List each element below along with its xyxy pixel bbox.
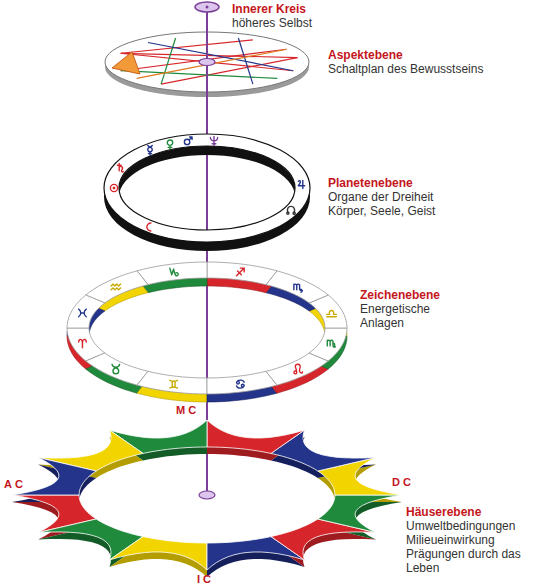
aspect-line <box>137 49 287 78</box>
sign-segment <box>67 295 105 328</box>
astro-symbol <box>170 380 178 388</box>
house-segment <box>207 420 305 453</box>
aspect-line <box>121 49 287 70</box>
layer-drawing <box>105 30 309 99</box>
aspect-triangle <box>112 52 140 74</box>
layer-description: höheres Selbst <box>232 16 382 30</box>
layer-node: PlanetenebeneOrgane der Dreiheit Körper,… <box>102 132 312 253</box>
inner-dot <box>206 6 209 9</box>
layer-shape <box>193 0 221 14</box>
layer-text-group: PlanetenebeneOrgane der Dreiheit Körper,… <box>328 176 444 218</box>
aspect-line <box>148 42 293 70</box>
axis-connector <box>206 404 208 418</box>
layer-node: ZeichenebeneEnergetische Anlagen <box>65 260 349 404</box>
astro-symbol <box>298 180 304 188</box>
angle-label: DC <box>392 476 414 488</box>
layer-heading: Innerer Kreis <box>232 2 382 16</box>
astro-symbol <box>79 339 87 347</box>
axis-connector <box>206 99 208 132</box>
axis-connector <box>206 14 208 30</box>
astro-symbol <box>294 364 303 374</box>
sign-segment <box>266 271 328 303</box>
astro-symbol <box>170 268 178 276</box>
layer-heading: Aspektebene <box>328 48 538 62</box>
layer-text-group: ZeichenebeneEnergetische Anlagen <box>360 288 452 330</box>
aspect-line <box>121 40 253 53</box>
sign-segment <box>137 262 207 285</box>
house-segment <box>110 537 208 570</box>
inner-circle <box>195 2 219 12</box>
house-segment <box>318 495 402 533</box>
sign-segment <box>86 353 148 385</box>
astro-symbol <box>79 309 87 317</box>
layer-heading: Planetenebene <box>328 176 444 190</box>
astro-symbol <box>237 380 245 388</box>
layer-description: Organe der Dreiheit Körper, Seele, Geist <box>328 190 444 218</box>
axis-connector <box>206 253 208 260</box>
astro-symbol <box>287 206 295 214</box>
layer-drawing <box>12 418 402 577</box>
aspect-line <box>161 58 297 85</box>
layer-shape <box>102 132 312 253</box>
layer-text-group: AspektebeneSchaltplan des Bewusstseins <box>328 48 538 76</box>
layer-shape <box>103 30 311 99</box>
layer-drawing <box>104 132 310 253</box>
layer-node: HäuserebeneUmweltbedingungen Milieueinwi… <box>10 418 404 579</box>
astro-symbol <box>327 340 335 347</box>
layer-description: Energetische Anlagen <box>360 302 452 330</box>
layer-shape <box>65 260 349 404</box>
layer-text-group: Innerer Kreishöheres Selbst <box>232 2 382 30</box>
astro-symbol <box>148 146 153 155</box>
sign-segment <box>137 371 207 394</box>
astro-symbol <box>294 284 303 292</box>
layer-text-group: HäuserebeneUmweltbedingungen Milieueinwi… <box>406 505 546 575</box>
astro-symbol <box>327 310 337 316</box>
astro-symbol <box>110 184 117 191</box>
astro-symbol <box>237 268 245 276</box>
layer-heading: Zeichenebene <box>360 288 452 302</box>
layer-description: Umweltbedingungen Milieueinwirkung Prägu… <box>406 519 546 575</box>
layer-heading: Häuserebene <box>406 505 546 519</box>
planet-ring <box>104 134 310 242</box>
astro-symbol <box>184 137 192 145</box>
layer-drawing <box>195 2 219 14</box>
astro-symbol <box>167 140 172 149</box>
center-mark <box>199 491 215 499</box>
sign-segment <box>207 262 277 285</box>
sign-segment <box>86 271 148 303</box>
layer-node: Innerer Kreishöheres Selbst <box>193 0 221 14</box>
angle-label: MC <box>176 404 199 416</box>
layer-description: Schaltplan des Bewusstseins <box>328 62 538 76</box>
astro-symbol <box>147 223 151 231</box>
astro-symbol <box>210 137 217 146</box>
sign-segment <box>266 353 328 385</box>
sign-segment <box>207 371 277 394</box>
astro-symbol <box>117 164 123 172</box>
angle-label: IC <box>197 573 214 585</box>
center-mark <box>199 59 215 66</box>
astro-symbol <box>111 284 121 290</box>
layer-drawing <box>67 260 347 404</box>
sign-segment <box>309 328 347 361</box>
layer-shape <box>10 418 404 579</box>
layer-node: AspektebeneSchaltplan des Bewusstseins <box>103 30 311 99</box>
angle-label: AC <box>4 478 26 490</box>
astro-symbol <box>112 364 120 374</box>
